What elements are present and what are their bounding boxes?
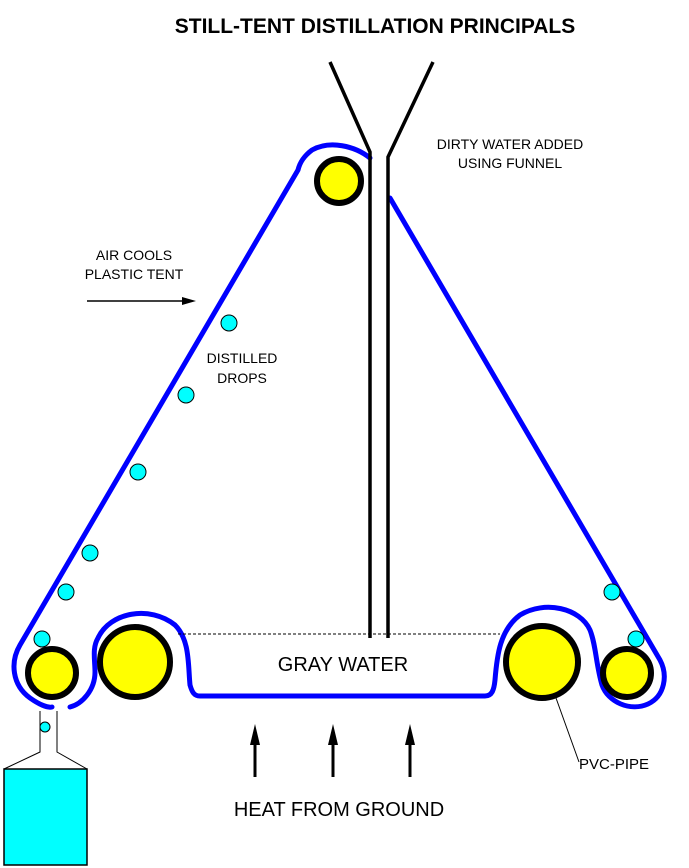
funnel-label-line1: DIRTY WATER ADDED xyxy=(437,136,584,152)
gray-water-label: GRAY WATER xyxy=(278,654,408,676)
drop xyxy=(220,314,238,332)
pvc-pipe-left-small xyxy=(25,646,79,700)
plastic-tent xyxy=(11,142,667,710)
drop xyxy=(129,463,147,481)
pvc-pipe-left-large xyxy=(97,624,173,700)
drop xyxy=(177,386,195,404)
collection-bottle xyxy=(3,711,88,866)
diagram-title: STILL-TENT DISTILLATION PRINCIPALS xyxy=(175,15,576,38)
drop xyxy=(603,583,621,601)
funnel xyxy=(328,61,435,638)
heat-label: HEAT FROM GROUND xyxy=(234,799,444,821)
heat-arrow xyxy=(328,724,338,777)
heat-arrow xyxy=(250,724,260,777)
pvc-pipe-label: PVC-PIPE xyxy=(579,756,649,773)
drop xyxy=(39,721,51,733)
pvc-pipe-top xyxy=(314,156,364,206)
drops-label-line2: DROPS xyxy=(217,370,267,386)
heat-arrow xyxy=(405,724,415,777)
drop xyxy=(33,630,51,648)
heat-arrows xyxy=(250,724,415,777)
air-label-line2: PLASTIC TENT xyxy=(85,266,184,282)
drop xyxy=(627,630,645,648)
drop xyxy=(81,544,99,562)
funnel-label-line2: USING FUNNEL xyxy=(458,155,562,171)
pvc-pipe-right-large xyxy=(503,623,581,701)
pvc-pipe-leader xyxy=(555,697,580,763)
pvc-pipe-right-small xyxy=(600,646,654,700)
air-label-line1: AIR COOLS xyxy=(96,247,172,263)
drops-label-line1: DISTILLED xyxy=(207,350,278,366)
distilled-drops xyxy=(33,314,645,733)
air-arrow xyxy=(87,297,196,305)
drop xyxy=(57,583,75,601)
